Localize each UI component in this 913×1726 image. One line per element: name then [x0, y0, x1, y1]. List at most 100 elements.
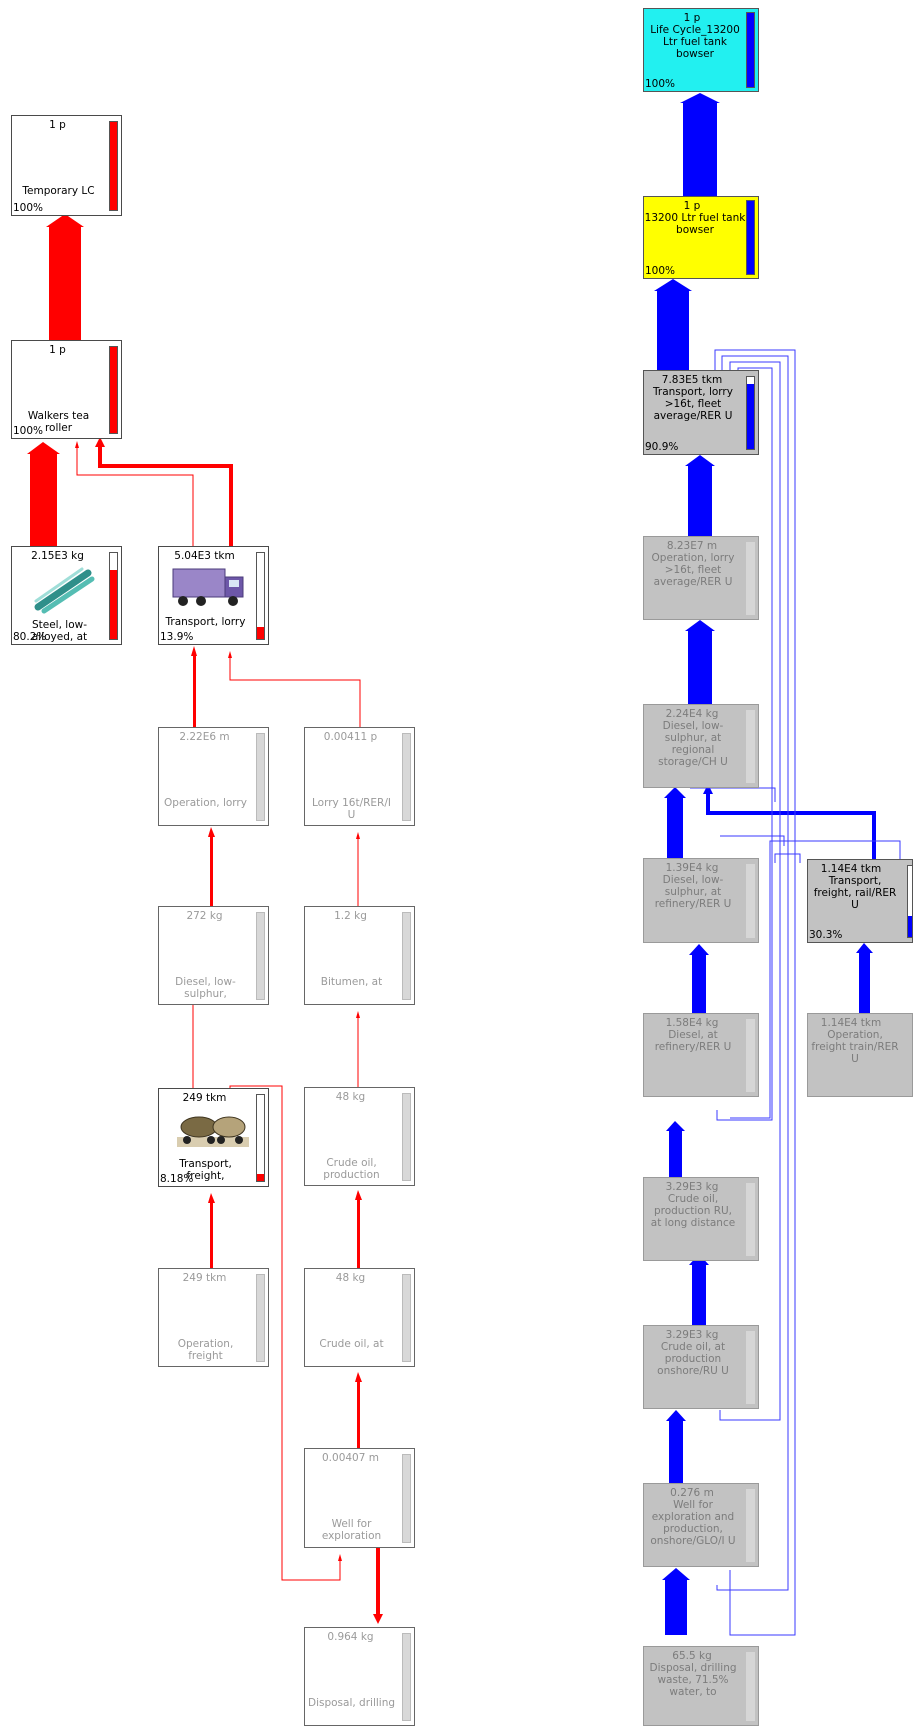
flow-link	[706, 793, 710, 815]
node-percentage: 100%	[13, 202, 44, 214]
flow-arrow-head	[856, 943, 873, 953]
flow-link	[376, 1548, 380, 1614]
node-percentage: 100%	[645, 78, 676, 90]
contribution-bar-fill	[110, 122, 117, 210]
node-label: Operation, lorry >16t, fleet average/RER…	[651, 552, 735, 588]
well-exploration-glo-node[interactable]: 0.276 m Well for exploration and product…	[643, 1483, 759, 1567]
flow-link	[665, 1580, 687, 1635]
flow-link	[688, 631, 712, 704]
node-quantity: 0.964 kg	[327, 1631, 374, 1643]
contribution-bar	[746, 1489, 755, 1562]
node-quantity: 1 p	[683, 200, 701, 212]
contribution-bar	[746, 1652, 755, 1721]
bitumen-node[interactable]: 1.2 kg Bitumen, at	[304, 906, 415, 1005]
node-label: Well for exploration and production, ons…	[650, 1499, 736, 1547]
contribution-bar	[746, 710, 755, 783]
truck-icon	[172, 568, 244, 606]
contribution-bar	[402, 1274, 411, 1362]
contribution-bar	[256, 733, 265, 821]
crude-oil-at-node[interactable]: 48 kg Crude oil, at	[304, 1268, 415, 1367]
node-quantity: 1 p	[49, 344, 66, 356]
node-label: Diesel, low-sulphur, at regional storage…	[658, 720, 728, 768]
node-quantity: 0.00411 p	[323, 731, 378, 743]
contribution-bar	[746, 376, 755, 450]
node-percentage: 80.2%	[13, 631, 47, 643]
node-label: Disposal, drilling	[307, 1697, 396, 1709]
node-label: Steel, low-alloyed, at	[31, 619, 88, 643]
flow-link	[76, 447, 194, 546]
contribution-bar	[109, 346, 118, 434]
lorry-16t-node[interactable]: 0.00411 p Lorry 16t/RER/I U	[304, 727, 415, 826]
transport-lorry-node[interactable]: 5.04E3 tkm Transport, lorry 13.9%	[158, 546, 269, 645]
flow-arrow-head	[191, 646, 197, 656]
node-percentage: 100%	[13, 425, 44, 437]
flow-arrow-head	[666, 1410, 686, 1421]
temporary-lc-node[interactable]: 1 p Temporary LC 100%	[11, 115, 122, 216]
diesel-regional-storage-node[interactable]: 2.24E4 kg Diesel, low-sulphur, at region…	[643, 704, 759, 788]
node-label: Transport, freight, rail/RER U	[813, 875, 897, 911]
flow-link	[210, 1202, 213, 1272]
diesel-low-sulphur-node[interactable]: 272 kg Diesel, low-sulphur,	[158, 906, 269, 1005]
operation-lorry-node[interactable]: 2.22E6 m Operation, lorry	[158, 727, 269, 826]
node-quantity: 3.29E3 kg	[665, 1181, 719, 1193]
node-label: Crude oil, at	[319, 1338, 384, 1350]
transport-lorry-fleet-node[interactable]: 7.83E5 tkm Transport, lorry >16t, fleet …	[643, 370, 759, 455]
contribution-bar	[402, 1093, 411, 1181]
flow-link	[669, 1421, 683, 1483]
walkers-tea-roller-node[interactable]: 1 p Walkers tea roller 100%	[11, 340, 122, 439]
flow-arrow-head	[27, 442, 60, 454]
transport-freight-rail-node[interactable]: 1.14E4 tkm Transport, freight, rail/RER …	[807, 859, 913, 943]
node-quantity: 48 kg	[335, 1272, 366, 1284]
contribution-bar	[256, 912, 265, 1000]
operation-lorry-fleet-node[interactable]: 8.23E7 m Operation, lorry >16t, fleet av…	[643, 536, 759, 620]
node-quantity: 249 tkm	[182, 1092, 227, 1104]
node-quantity: 3.29E3 kg	[665, 1329, 719, 1341]
node-label: Transport, freight,	[179, 1158, 232, 1182]
fuel-tank-bowser-node[interactable]: 1 p 13200 Ltr fuel tank bowser 100%	[643, 196, 759, 279]
node-quantity: 2.15E3 kg	[31, 550, 84, 562]
node-quantity: 8.23E7 m	[666, 540, 718, 552]
node-label: Life Cycle_13200 Ltr fuel tank bowser	[650, 24, 740, 60]
crude-oil-onshore-ru-node[interactable]: 3.29E3 kg Crude oil, at production onsho…	[643, 1325, 759, 1409]
flow-link	[210, 836, 213, 906]
operation-freight-train-node[interactable]: 1.14E4 tkm Operation, freight train/RER …	[807, 1013, 913, 1097]
flow-arrow-head	[355, 1190, 362, 1200]
node-quantity: 2.24E4 kg	[665, 708, 719, 720]
contribution-bar	[746, 542, 755, 615]
node-quantity: 5.04E3 tkm	[174, 550, 235, 562]
left-links	[27, 214, 383, 1624]
disposal-drilling-node[interactable]: 0.964 kg Disposal, drilling	[304, 1627, 415, 1726]
node-quantity: 7.83E5 tkm	[661, 374, 723, 386]
flow-link	[692, 1265, 706, 1325]
flow-arrow-head	[703, 784, 713, 794]
flow-link	[720, 835, 785, 846]
diesel-refinery-node[interactable]: 1.58E4 kg Diesel, at refinery/RER U	[643, 1013, 759, 1097]
node-label: Lorry 16t/RER/I U	[312, 797, 391, 821]
operation-freight-node[interactable]: 249 tkm Operation, freight	[158, 1268, 269, 1367]
disposal-drilling-waste-node[interactable]: 65.5 kg Disposal, drilling waste, 71.5% …	[643, 1646, 759, 1726]
node-label: Walkers tea roller	[27, 410, 90, 434]
flow-link	[690, 787, 776, 802]
contribution-bar-fill	[257, 627, 264, 639]
node-label: Operation, lorry	[164, 797, 247, 809]
crude-oil-production-node[interactable]: 48 kg Crude oil, production	[304, 1087, 415, 1186]
flow-link	[716, 355, 789, 1591]
diesel-refinery-low-sulphur-node[interactable]: 1.39E4 kg Diesel, low-sulphur, at refine…	[643, 858, 759, 943]
right-thin-links	[690, 349, 901, 1636]
well-for-exploration-node[interactable]: 0.00407 m Well for exploration	[304, 1448, 415, 1548]
contribution-bar	[746, 1019, 755, 1092]
node-label: Operation, freight train/RER U	[811, 1029, 899, 1065]
flow-link	[49, 227, 81, 340]
transport-freight-node[interactable]: 249 tkm Transport, freight, 8.18%	[158, 1088, 269, 1187]
life-cycle-fuel-tank-bowser-node[interactable]: 1 p Life Cycle_13200 Ltr fuel tank bowse…	[643, 8, 759, 92]
contribution-bar	[746, 864, 755, 938]
node-quantity: 249 tkm	[182, 1272, 227, 1284]
crude-oil-production-ru-node[interactable]: 3.29E3 kg Crude oil, production RU, at l…	[643, 1177, 759, 1261]
node-quantity: 1.39E4 kg	[665, 862, 719, 874]
flow-arrow-head	[355, 1372, 362, 1382]
flow-link	[719, 361, 781, 1421]
node-label: Diesel, low-sulphur, at refinery/RER U	[654, 874, 732, 910]
flow-arrow-head	[664, 787, 686, 798]
steel-low-alloyed-node[interactable]: 2.15E3 kg Steel, low-alloyed, at 80.2%	[11, 546, 122, 645]
contribution-bar-fill	[747, 201, 754, 274]
